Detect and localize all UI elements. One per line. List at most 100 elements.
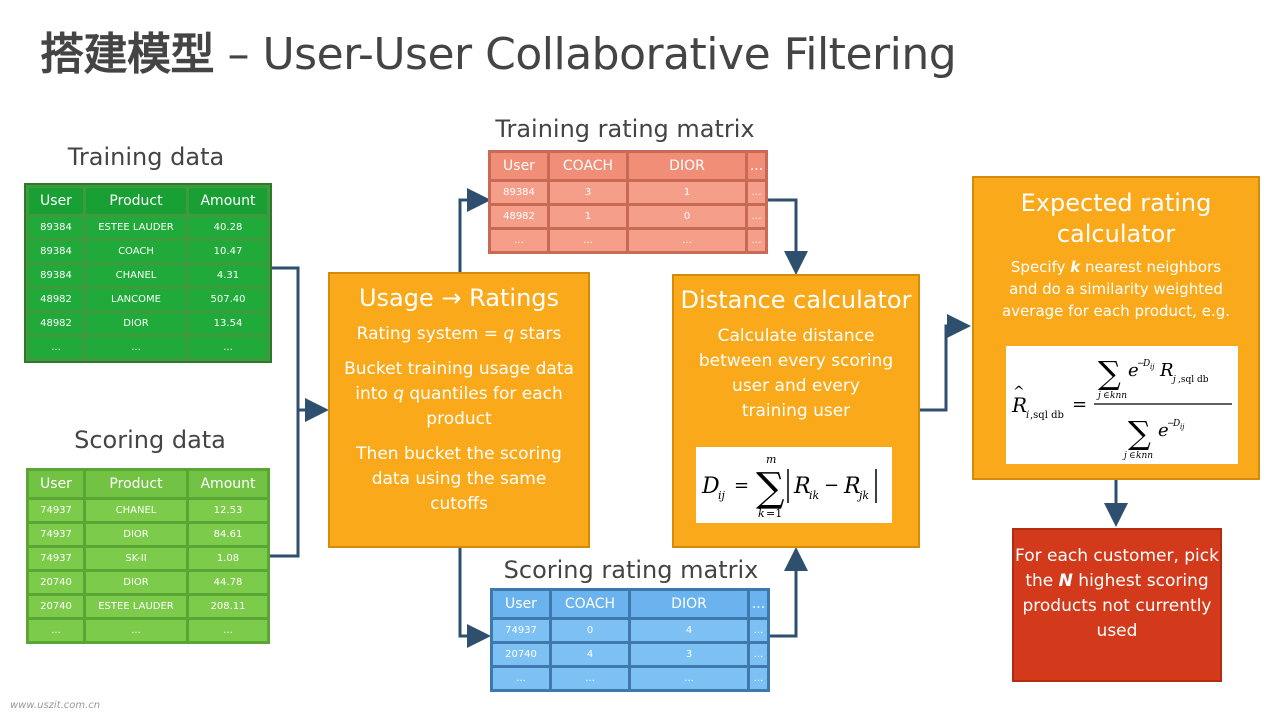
table-cell: 74937 xyxy=(29,548,83,569)
svg-text:knn: knn xyxy=(1136,451,1153,461)
svg-text:=: = xyxy=(1072,394,1087,415)
scoring-matrix-label: Scoring rating matrix xyxy=(503,556,759,584)
table-cell: ... xyxy=(629,230,745,251)
table-cell: 208.11 xyxy=(189,596,267,617)
table-cell: 89384 xyxy=(29,217,83,238)
distance-formula: D ij = ∑ m k =1 R ik − R jk xyxy=(696,447,892,523)
table-cell: ... xyxy=(550,230,626,251)
header-cell: DIOR xyxy=(629,153,745,179)
table-cell: 74937 xyxy=(493,620,549,641)
title-chinese: 搭建模型 xyxy=(40,29,215,80)
header-cell: User xyxy=(491,153,547,179)
svg-text:=1: =1 xyxy=(766,507,782,520)
table-cell: 4.31 xyxy=(189,265,267,286)
table-cell: ... xyxy=(748,230,765,251)
table-cell: ... xyxy=(29,620,83,641)
table-cell: 13.54 xyxy=(189,313,267,334)
table-cell: 20740 xyxy=(29,572,83,593)
table-cell: 48982 xyxy=(29,313,83,334)
table-cell: ... xyxy=(750,620,767,641)
arrow-scoring-matrix-to-distance xyxy=(770,547,808,638)
svg-text:ij: ij xyxy=(718,489,726,502)
svg-text:D: D xyxy=(1142,359,1150,369)
table-cell: 44.78 xyxy=(189,572,267,593)
arrow-scoring-to-usage xyxy=(270,410,300,558)
header-cell: COACH xyxy=(550,153,626,179)
training-matrix-label: Training rating matrix xyxy=(495,115,755,143)
table-cell: DIOR xyxy=(86,524,186,545)
table-cell: ... xyxy=(748,206,765,227)
header-cell: User xyxy=(29,188,83,214)
svg-text:,sql db: ,sql db xyxy=(1030,410,1064,421)
expected-rating-formula: R ^ i ,sql db = ∑ j ∈ knn e − D ij R j ,… xyxy=(1006,346,1238,464)
header-cell: User xyxy=(493,591,549,617)
svg-text:∑: ∑ xyxy=(1128,414,1151,452)
svg-text:j: j xyxy=(1171,375,1176,385)
header-cell: User xyxy=(29,471,83,497)
watermark: www.uszit.com.cn xyxy=(10,700,101,711)
table-cell: 89384 xyxy=(29,265,83,286)
table-cell: 3 xyxy=(550,182,626,203)
svg-text:R: R xyxy=(1011,393,1027,417)
table-row: ............ xyxy=(493,668,767,689)
table-cell: 1 xyxy=(629,182,745,203)
table-cell: CHANEL xyxy=(86,500,186,521)
usage-ratings-p2: Bucket training usage data into q quanti… xyxy=(344,359,574,429)
table-cell: DIOR xyxy=(86,313,186,334)
arrow-training-to-usage xyxy=(270,266,329,422)
expected-rating-heading: Expected rating calculator xyxy=(1020,189,1212,248)
table-cell: ... xyxy=(748,182,765,203)
svg-text:∈: ∈ xyxy=(1129,451,1136,461)
table-row: ......... xyxy=(29,337,267,358)
table-row: ............ xyxy=(491,230,765,251)
table-cell: 10.47 xyxy=(189,241,267,262)
arrow-usage-to-training-matrix xyxy=(458,188,491,272)
table-cell: ... xyxy=(86,620,186,641)
table-cell: 1 xyxy=(550,206,626,227)
table-cell: 74937 xyxy=(29,524,83,545)
table-cell: 1.08 xyxy=(189,548,267,569)
svg-text:ik: ik xyxy=(809,489,820,502)
svg-text:j: j xyxy=(1122,451,1127,461)
table-cell: 74937 xyxy=(29,500,83,521)
header-cell: DIOR xyxy=(631,591,747,617)
svg-text:i: i xyxy=(1026,410,1029,421)
header-cell: ... xyxy=(750,591,767,617)
table-cell: 89384 xyxy=(491,182,547,203)
usage-ratings-p3: Then bucket the scoring data using the s… xyxy=(356,444,562,514)
usage-ratings-box: Usage → Ratings Rating system = q stars … xyxy=(328,272,590,548)
table-cell: 20740 xyxy=(493,644,549,665)
svg-text:m: m xyxy=(766,453,776,466)
table-cell: 48982 xyxy=(491,206,547,227)
table-cell: ... xyxy=(189,620,267,641)
distance-calculator-heading: Distance calculator xyxy=(680,286,912,314)
svg-text:∑: ∑ xyxy=(756,465,785,511)
table-cell: ... xyxy=(552,668,628,689)
scoring-data-label: Scoring data xyxy=(74,426,226,454)
table-cell: ... xyxy=(29,337,83,358)
page-title: 搭建模型 – User-User Collaborative Filtering xyxy=(40,18,957,82)
svg-text:−: − xyxy=(824,475,839,496)
header-cell: COACH xyxy=(552,591,628,617)
arrow-distance-to-expected xyxy=(920,314,971,412)
table-cell: DIOR xyxy=(86,572,186,593)
usage-ratings-p1: Rating system = q stars xyxy=(356,324,562,344)
table-cell: ... xyxy=(189,337,267,358)
table-cell: LANCOME xyxy=(86,289,186,310)
table-cell: ... xyxy=(750,644,767,665)
table-cell: 3 xyxy=(631,644,747,665)
table-cell: 20740 xyxy=(29,596,83,617)
